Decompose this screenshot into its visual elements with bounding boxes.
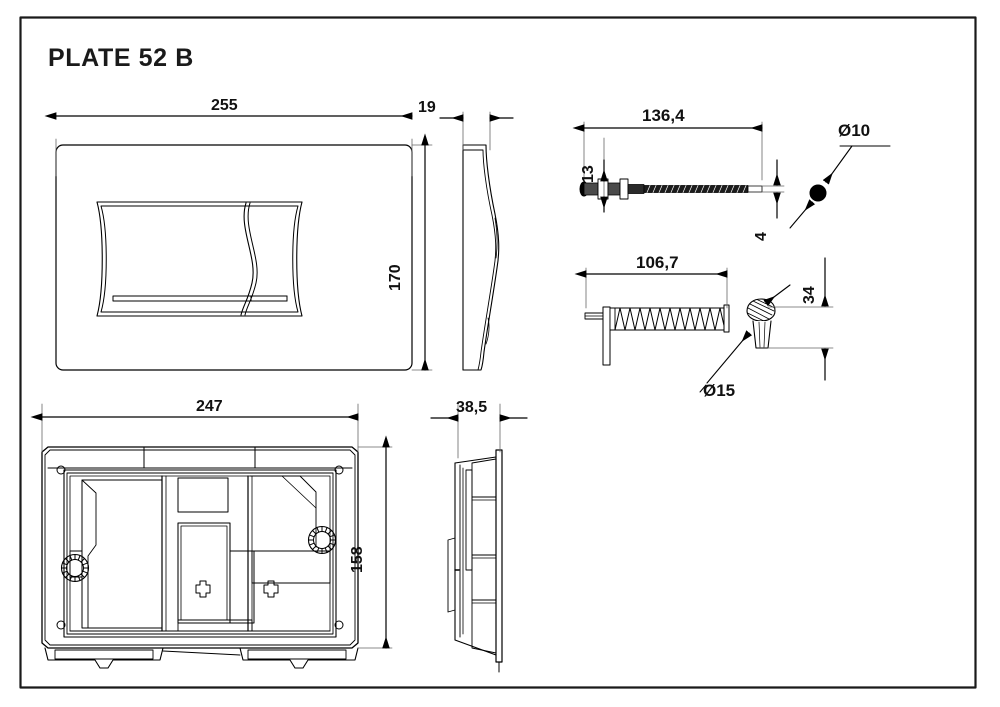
rear-view-frame — [41, 446, 359, 669]
dimension-label-34: 34 — [801, 286, 818, 304]
dimension-label-158: 158 — [349, 546, 366, 573]
button-divider-curve — [240, 202, 254, 316]
page-title: PLATE 52 B — [48, 44, 194, 72]
flush-button-outer — [96, 201, 303, 317]
dimension-4 — [761, 159, 785, 219]
diameter-15-detail — [699, 284, 791, 393]
dimension-38-5 — [430, 403, 528, 459]
dimension-label-170: 170 — [387, 264, 404, 291]
dimension-106-7 — [574, 267, 728, 309]
dimension-label-247: 247 — [196, 398, 223, 415]
dimension-136-4 — [572, 121, 763, 181]
dimension-label-4: 4 — [753, 232, 770, 241]
adjust-knob-left — [60, 553, 90, 583]
dimension-label-d15: Ø15 — [703, 381, 736, 400]
side-view-frame — [447, 449, 503, 673]
knob-body — [752, 320, 772, 349]
diameter-10-detail — [789, 145, 891, 229]
side-view-plate — [462, 144, 500, 371]
mounting-tab-right — [239, 647, 359, 669]
button-slot-right — [250, 295, 288, 302]
dimension-label-d10: Ø10 — [838, 121, 871, 140]
dimension-158 — [357, 435, 393, 649]
push-rod-detail — [579, 178, 763, 200]
dimension-34 — [767, 257, 834, 381]
mounting-tab-left — [44, 647, 164, 669]
dimension-label-13: 13 — [580, 165, 597, 183]
spring-rod-detail — [584, 298, 776, 366]
flush-button-inner — [100, 205, 299, 313]
button-divider-curve-2 — [244, 202, 258, 316]
dimension-19 — [439, 111, 514, 151]
dimension-255 — [44, 112, 413, 177]
cross-screw-hole-right — [263, 580, 279, 598]
sheet-border — [19, 16, 977, 689]
dimension-label-106-7: 106,7 — [636, 253, 679, 272]
button-slot-left — [112, 295, 288, 302]
dimension-label-38-5: 38,5 — [456, 399, 488, 416]
dimension-label-19: 19 — [418, 99, 436, 116]
dimension-label-255: 255 — [211, 97, 238, 114]
adjust-knob-right — [307, 525, 337, 555]
dimension-label-136-4: 136,4 — [642, 106, 685, 125]
dimension-170 — [411, 133, 433, 371]
front-view-plate — [55, 144, 413, 371]
dimension-247 — [30, 403, 359, 453]
cross-screw-hole-left — [195, 580, 211, 598]
